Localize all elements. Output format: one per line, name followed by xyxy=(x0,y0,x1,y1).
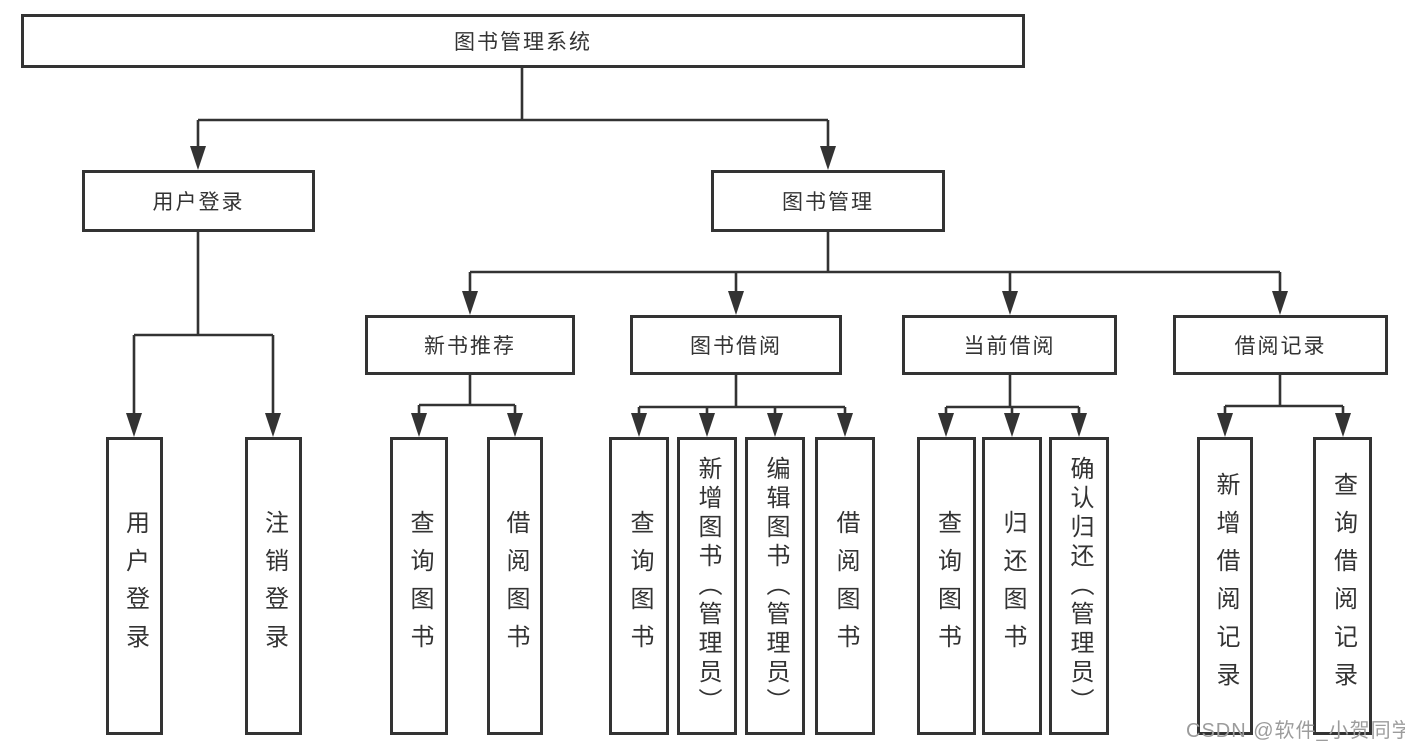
node-library-management-system: 图书管理系统 xyxy=(21,14,1025,68)
leaf-confirm-return-admin: 确认归还（管理员） xyxy=(1049,437,1109,735)
leaf-add-borrow-record: 新增借阅记录 xyxy=(1197,437,1253,735)
leaf-return-books: 归还图书 xyxy=(982,437,1042,735)
leaf-query-books-recommend: 查询图书 xyxy=(390,437,448,735)
leaf-query-borrow-record: 查询借阅记录 xyxy=(1313,437,1372,735)
leaf-borrow-books: 借阅图书 xyxy=(815,437,875,735)
leaf-user-login: 用户登录 xyxy=(106,437,163,735)
node-book-borrowing: 图书借阅 xyxy=(630,315,842,375)
leaf-logout: 注销登录 xyxy=(245,437,302,735)
leaf-add-books-admin: 新增图书（管理员） xyxy=(677,437,737,735)
node-current-borrowing: 当前借阅 xyxy=(902,315,1117,375)
leaf-query-books-borrowing: 查询图书 xyxy=(609,437,669,735)
node-new-book-recommend: 新书推荐 xyxy=(365,315,575,375)
leaf-edit-books-admin: 编辑图书（管理员） xyxy=(745,437,805,735)
leaf-borrow-books-recommend: 借阅图书 xyxy=(487,437,543,735)
node-book-management: 图书管理 xyxy=(711,170,945,232)
node-borrow-records: 借阅记录 xyxy=(1173,315,1388,375)
leaf-query-books-current: 查询图书 xyxy=(917,437,976,735)
node-user-login: 用户登录 xyxy=(82,170,315,232)
csdn-watermark: CSDN @软件_小贺同学 xyxy=(1186,720,1405,742)
